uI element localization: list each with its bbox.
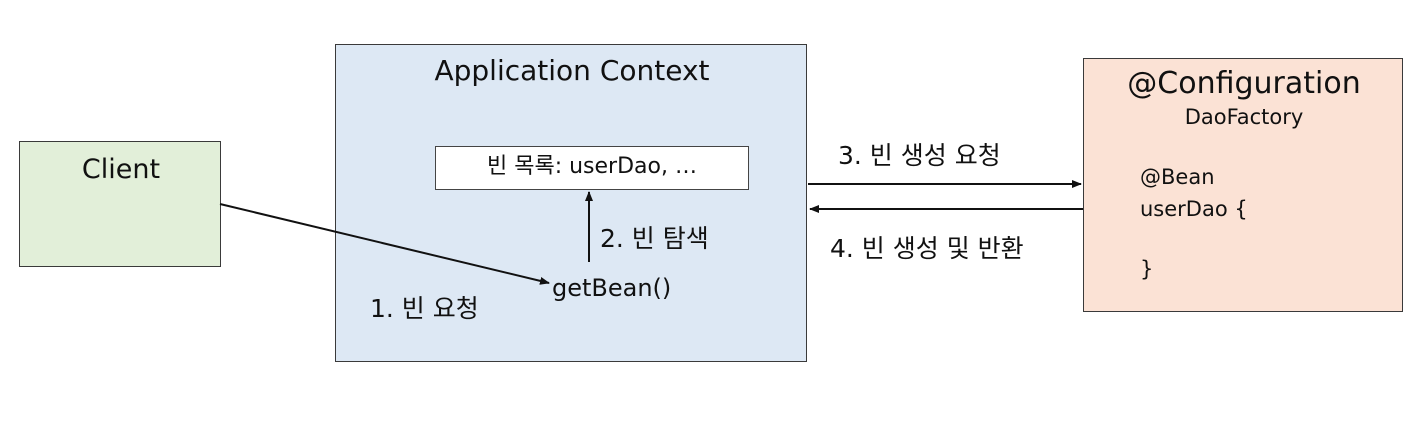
bean-list-box: 빈 목록: userDao, …: [435, 146, 749, 190]
configuration-box: @Configuration DaoFactory @Bean userDao …: [1083, 58, 1403, 312]
client-title: Client: [81, 154, 161, 185]
arrow-client-to-getbean: [219, 203, 550, 285]
code-line-bean-annotation: @Bean: [1140, 165, 1215, 189]
configuration-class-name: DaoFactory: [1184, 105, 1304, 129]
step2-label: 2. 빈 탐색: [600, 224, 709, 253]
code-line-closing-brace: }: [1140, 257, 1154, 281]
step1-label: 1. 빈 요청: [370, 294, 479, 323]
application-context-box: Application Context: [335, 44, 807, 362]
step3-label: 3. 빈 생성 요청: [838, 141, 1001, 170]
bean-list-text: 빈 목록: userDao, …: [487, 154, 697, 179]
get-bean-method: getBean(): [552, 274, 672, 302]
configuration-annotation: @Configuration: [1127, 66, 1361, 101]
client-box: Client: [19, 141, 221, 267]
application-context-title: Application Context: [434, 54, 710, 87]
step4-label: 4. 빈 생성 및 반환: [830, 234, 1024, 263]
code-line-userdao: userDao {: [1140, 197, 1248, 221]
